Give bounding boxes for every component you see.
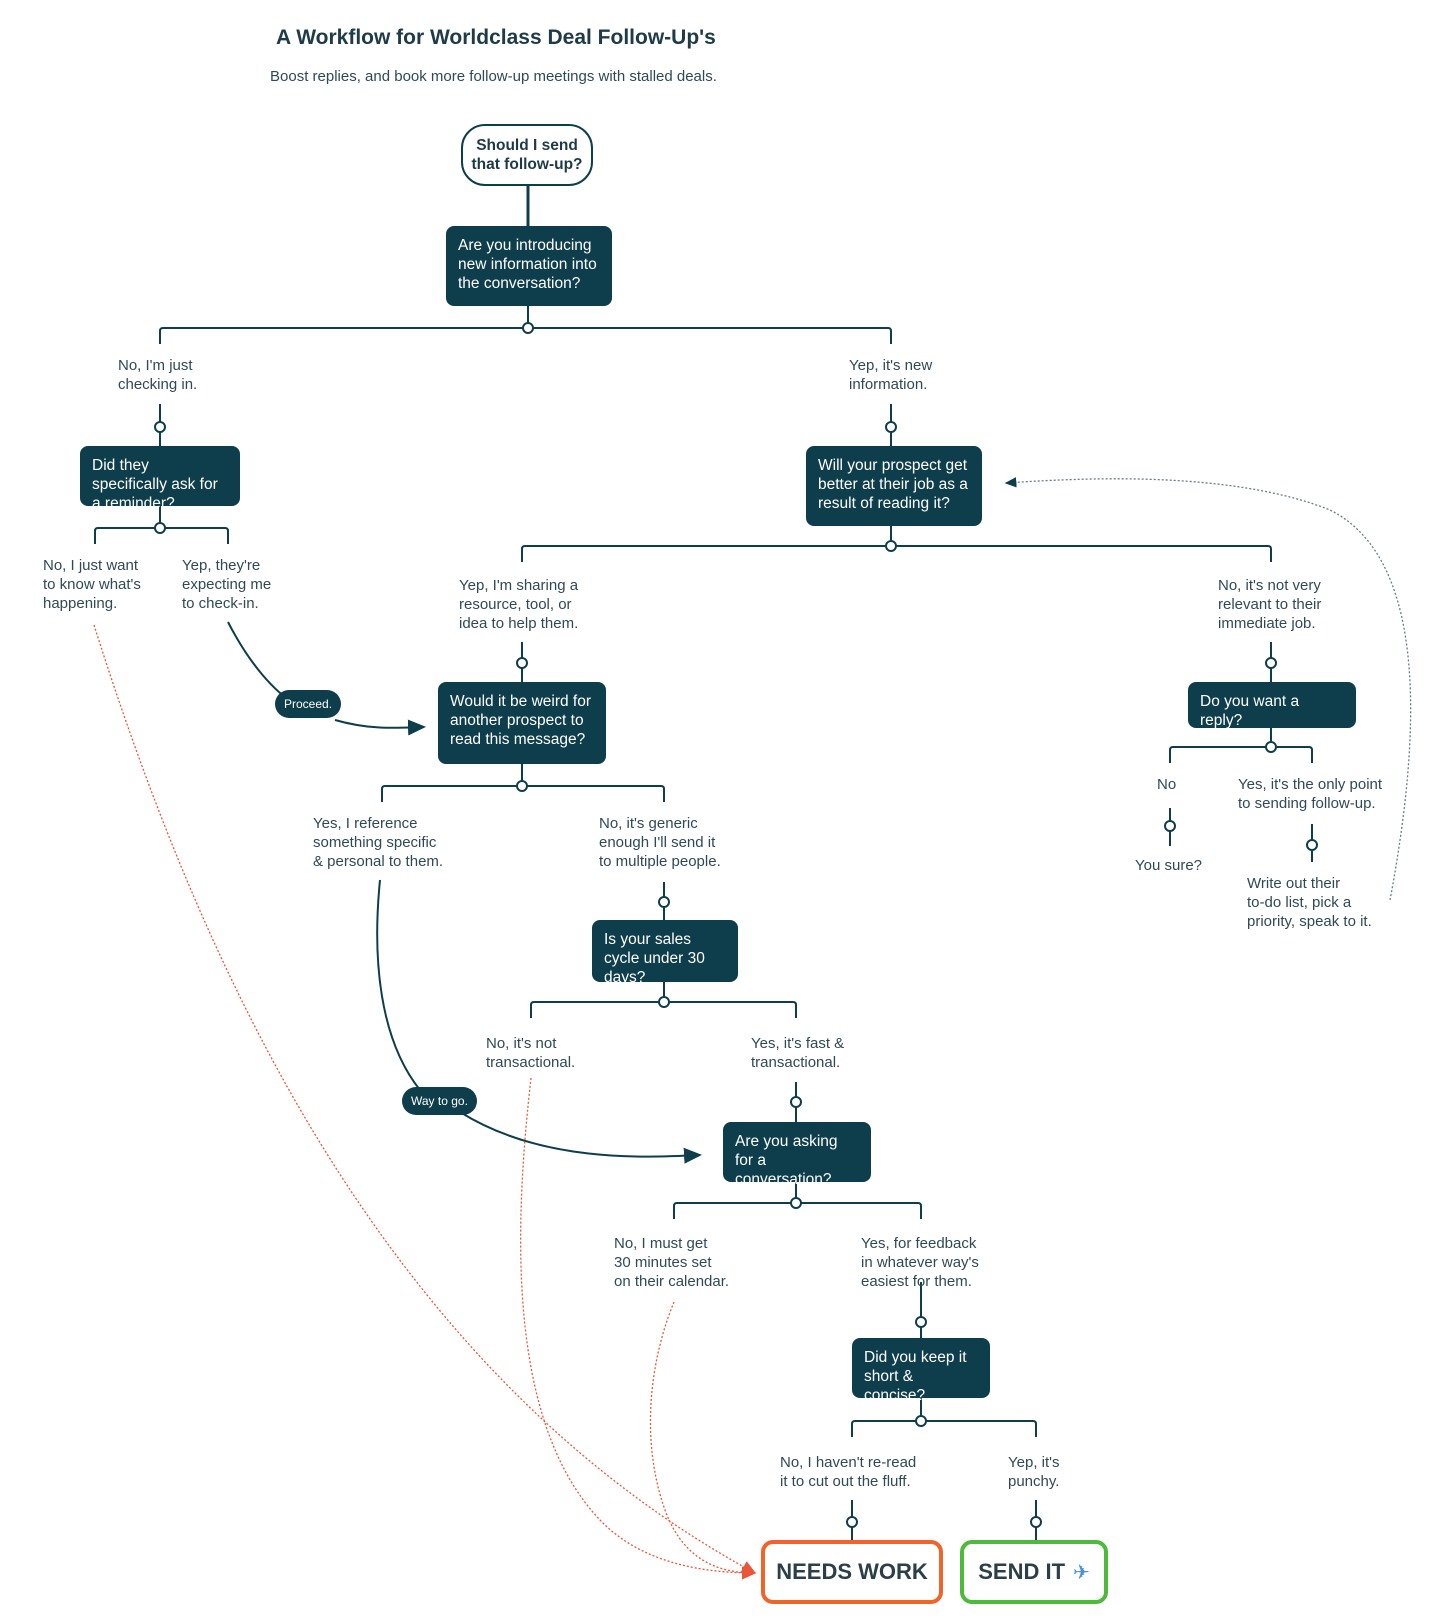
label-thirty-minutes: No, I must get 30 minutes set on their c… [614, 1235, 730, 1290]
label-todo-list: Write out their to-do list, pick a prior… [1247, 875, 1372, 930]
send-it-label: SEND IT [978, 1559, 1066, 1584]
question-asked-reminder: Did they specifically ask for a reminder… [80, 446, 240, 512]
label-you-sure: You sure? [1135, 857, 1203, 874]
question-sales-cycle: Is your sales cycle under 30 days? [592, 920, 738, 986]
label-punchy: Yep, it's punchy. [1008, 1454, 1060, 1490]
label-fast-transactional: Yes, it's fast & transactional. [751, 1035, 845, 1071]
needs-work-outcome: NEEDS WORK [761, 1540, 943, 1604]
page-subtitle: Boost replies, and book more follow-up m… [270, 68, 717, 85]
label-generic: No, it's generic enough I'll send it to … [599, 815, 721, 870]
question-weird-for-another: Would it be weird for another prospect t… [438, 682, 606, 764]
start-node: Should I send that follow-up? [461, 124, 593, 186]
question-short-concise: Did you keep it short & concise? [852, 1338, 990, 1404]
label-expecting-checkin: Yep, they're expecting me to check-in. [182, 557, 272, 612]
proceed-badge: Proceed. [275, 690, 342, 718]
airplane-icon: ✈ [1073, 1561, 1090, 1584]
send-it-outcome: SEND IT ✈ [960, 1540, 1108, 1604]
label-only-point: Yes, it's the only point to sending foll… [1238, 776, 1383, 812]
label-sharing-resource: Yep, I'm sharing a resource, tool, or id… [459, 577, 579, 632]
label-know-whats-happening: No, I just want to know what's happening… [43, 557, 141, 612]
question-want-reply: Do you want a reply? [1188, 682, 1356, 729]
label-new-information: Yep, it's new information. [849, 357, 933, 393]
question-asking-conversation: Are you asking for a conversation? [723, 1122, 871, 1188]
label-not-reread: No, I haven't re-read it to cut out the … [780, 1454, 917, 1490]
label-not-transactional: No, it's not transactional. [486, 1035, 576, 1071]
label-no: No [1157, 776, 1177, 793]
label-for-feedback: Yes, for feedback in whatever way's easi… [861, 1235, 979, 1290]
needs-work-label: NEEDS WORK [776, 1559, 928, 1584]
label-not-relevant: No, it's not very relevant to their imme… [1218, 577, 1322, 632]
page-title: A Workflow for Worldclass Deal Follow-Up… [276, 26, 716, 49]
question-better-at-job: Will your prospect get better at their j… [806, 446, 982, 526]
way-to-go-badge: Way to go. [402, 1087, 477, 1115]
label-checking-in: No, I'm just checking in. [118, 357, 198, 393]
label-reference-personal: Yes, I reference something specific & pe… [313, 815, 444, 870]
question-new-information: Are you introducing new information into… [446, 226, 612, 306]
